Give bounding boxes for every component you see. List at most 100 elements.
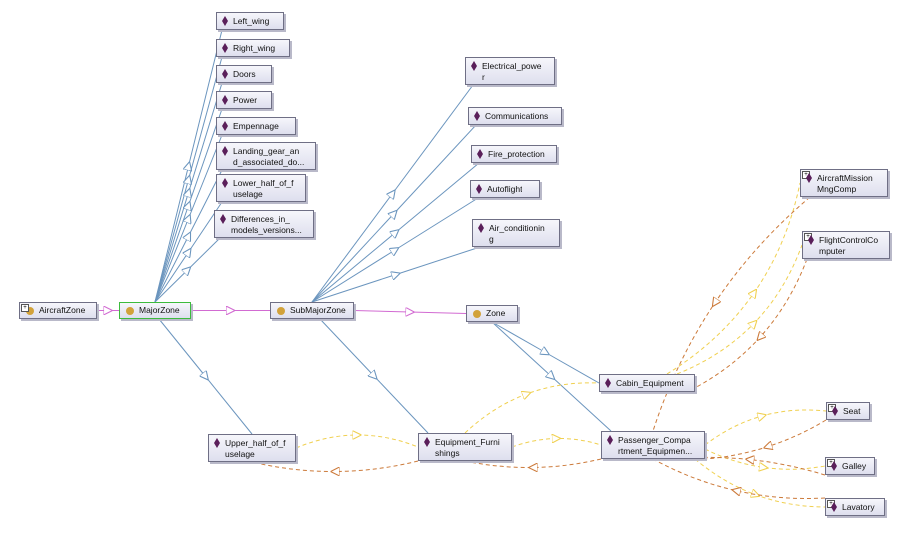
expand-plus-icon[interactable]: + — [21, 304, 29, 312]
individual-diamond-icon — [832, 406, 838, 416]
node-label: AircraftZone — [39, 305, 86, 315]
member-edge — [311, 84, 474, 303]
node-label: Upper_half_of_f uselage — [225, 438, 286, 459]
individual-diamond-icon — [476, 184, 482, 194]
member-edge — [154, 134, 223, 303]
individual-node-lower-half-of-fuselage[interactable]: Lower_half_of_f uselage — [216, 174, 306, 202]
member-edge — [158, 318, 253, 435]
object-property-edge — [652, 196, 811, 432]
individual-node-flight-control-computer[interactable]: + FlightControlCo mputer — [802, 231, 890, 259]
node-label: SubMajorZone — [290, 305, 346, 315]
member-edge — [311, 124, 477, 303]
individual-diamond-icon — [222, 69, 228, 79]
individual-diamond-icon — [214, 438, 220, 448]
member-edge — [154, 82, 223, 303]
node-label: Empennage — [233, 121, 279, 131]
object-property-edge — [676, 244, 803, 375]
node-label: Autoflight — [487, 184, 523, 194]
node-label: Air_conditionin g — [489, 223, 545, 244]
individual-node-power[interactable]: Power — [216, 91, 272, 109]
individual-diamond-icon — [222, 16, 228, 26]
individual-diamond-icon — [424, 437, 430, 447]
object-property-edge — [704, 448, 826, 469]
member-edge — [154, 108, 223, 303]
individual-node-autoflight[interactable]: Autoflight — [470, 180, 540, 198]
individual-diamond-icon — [478, 223, 484, 233]
node-label: FlightControlCo mputer — [819, 235, 879, 256]
individual-diamond-icon — [222, 43, 228, 53]
individual-node-communications[interactable]: Communications — [468, 107, 562, 125]
individual-node-seat[interactable]: + Seat — [826, 402, 870, 420]
object-property-edge — [694, 458, 826, 508]
node-label: Passenger_Compa rtment_Equipmen... — [618, 435, 693, 456]
object-property-edge — [251, 460, 419, 472]
node-label: Cabin_Equipment — [616, 378, 684, 388]
class-node-aircraft-zone[interactable]: + AircraftZone — [19, 302, 97, 319]
member-edge — [154, 56, 223, 303]
class-circle-icon — [277, 306, 285, 315]
class-circle-icon — [473, 309, 481, 318]
individual-diamond-icon — [220, 214, 226, 224]
node-label: Electrical_powe r — [482, 61, 542, 82]
individual-node-lavatory[interactable]: + Lavatory — [825, 498, 885, 516]
class-node-sub-major-zone[interactable]: SubMajorZone — [270, 302, 354, 319]
individual-node-right-wing[interactable]: Right_wing — [216, 39, 290, 57]
individual-node-galley[interactable]: + Galley — [825, 457, 875, 475]
member-edge — [311, 246, 481, 303]
node-label: Landing_gear_an d_associated_do... — [233, 146, 305, 167]
individual-diamond-icon — [222, 95, 228, 105]
individual-diamond-icon — [831, 502, 837, 512]
individual-node-differences-in-models[interactable]: Differences_in_ models_versions... — [214, 210, 314, 238]
individual-diamond-icon — [474, 111, 480, 121]
object-property-edge — [511, 438, 602, 448]
individual-diamond-icon — [222, 146, 228, 156]
individual-diamond-icon — [222, 178, 228, 188]
individual-node-air-conditioning[interactable]: Air_conditionin g — [472, 219, 560, 247]
individual-diamond-icon — [607, 435, 613, 445]
individual-node-upper-half-of-fuselage[interactable]: Upper_half_of_f uselage — [208, 434, 296, 462]
member-edge — [319, 318, 429, 434]
member-edge — [154, 237, 221, 303]
node-label: Communications — [485, 111, 549, 121]
node-label: Power — [233, 95, 258, 105]
individual-diamond-icon — [808, 235, 814, 245]
node-label: MajorZone — [139, 305, 180, 315]
node-label: Equipment_Furni shings — [435, 437, 500, 458]
node-label: AircraftMission MngComp — [817, 173, 873, 194]
individual-node-electrical-power[interactable]: Electrical_powe r — [465, 57, 555, 85]
node-label: Zone — [486, 308, 506, 318]
individual-diamond-icon — [831, 461, 837, 471]
individual-node-left-wing[interactable]: Left_wing — [216, 12, 284, 30]
object-property-edge — [704, 419, 827, 460]
object-property-edge — [704, 409, 827, 446]
member-edge — [154, 169, 223, 303]
class-node-zone[interactable]: Zone — [466, 305, 518, 322]
individual-diamond-icon — [222, 121, 228, 131]
class-circle-icon — [126, 306, 134, 315]
class-node-major-zone[interactable]: MajorZone — [119, 302, 191, 319]
individual-node-cabin-equipment[interactable]: Cabin_Equipment — [599, 374, 695, 392]
individual-diamond-icon — [477, 149, 483, 159]
node-label: Fire_protection — [488, 149, 545, 159]
node-label: Left_wing — [233, 16, 270, 26]
member-edge — [491, 321, 600, 384]
object-property-edge — [686, 258, 808, 393]
object-property-edge — [672, 457, 826, 476]
individual-node-fire-protection[interactable]: Fire_protection — [471, 145, 557, 163]
object-property-edge — [666, 182, 801, 375]
subclass-edge — [353, 311, 467, 314]
node-label: Doors — [233, 69, 256, 79]
member-edge — [311, 162, 480, 303]
member-edge — [491, 321, 612, 432]
individual-node-landing-gear[interactable]: Landing_gear_an d_associated_do... — [216, 142, 316, 170]
node-label: Galley — [842, 461, 867, 471]
individual-node-empennage[interactable]: Empennage — [216, 117, 296, 135]
individual-node-doors[interactable]: Doors — [216, 65, 272, 83]
node-label: Lavatory — [842, 502, 875, 512]
individual-node-aircraft-mission-mng-comp[interactable]: + AircraftMission MngComp — [800, 169, 888, 197]
individual-node-passenger-compartment-equipment[interactable]: Passenger_Compa rtment_Equipmen... — [601, 431, 705, 459]
object-property-edge — [295, 435, 419, 449]
individual-node-equipment-furnishings[interactable]: Equipment_Furni shings — [418, 433, 512, 461]
